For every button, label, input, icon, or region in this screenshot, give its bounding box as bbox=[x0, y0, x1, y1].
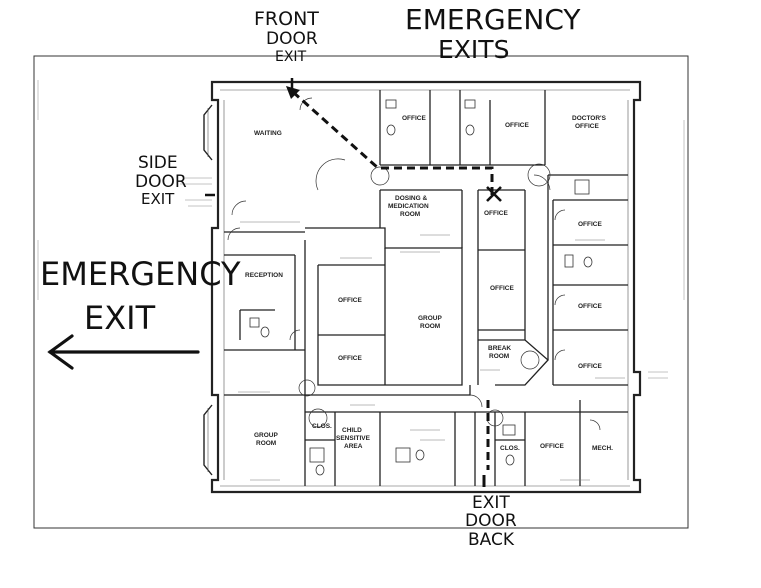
emergency-exit-label: EMERGENCY EXIT bbox=[40, 255, 241, 337]
title-line1: EMERGENCY bbox=[405, 3, 581, 36]
room-office-east1: OFFICE bbox=[578, 221, 602, 228]
side-door-line3: EXIT bbox=[141, 190, 175, 208]
door-swings bbox=[227, 97, 601, 431]
room-office-south: OFFICE bbox=[540, 443, 564, 450]
front-door-line1: FRONT bbox=[254, 8, 319, 30]
room-reception: RECEPTION bbox=[245, 272, 283, 279]
back-door-line3: BACK bbox=[468, 530, 515, 550]
sheet-border bbox=[33, 55, 689, 529]
room-office-center-right: OFFICE bbox=[490, 285, 514, 292]
title-line2: EXITS bbox=[438, 35, 509, 64]
dimension-notes bbox=[238, 221, 625, 481]
room-doctors-office-line1: DOCTOR'S bbox=[572, 115, 607, 122]
fixtures bbox=[249, 99, 593, 476]
room-dosing-line1: DOSING & bbox=[395, 195, 427, 202]
room-dosing-line2: MEDICATION bbox=[388, 203, 429, 210]
back-door-exit-label: EXIT DOOR BACK bbox=[465, 493, 517, 550]
room-office-east2: OFFICE bbox=[578, 303, 602, 310]
room-office-right-mid: OFFICE bbox=[484, 210, 508, 217]
emergency-exit-line2: EXIT bbox=[84, 299, 156, 337]
room-office-top1: OFFICE bbox=[402, 115, 426, 122]
room-group-center-line1: GROUP bbox=[418, 315, 443, 322]
room-child-line2: SENSITIVE bbox=[336, 435, 371, 442]
front-door-exit-label: FRONT DOOR EXIT bbox=[254, 8, 319, 65]
room-labels: WAITING OFFICE OFFICE DOCTOR'S OFFICE DO… bbox=[245, 115, 613, 452]
evacuation-route bbox=[292, 90, 494, 470]
route-to-front-door bbox=[292, 90, 494, 195]
room-waiting: WAITING bbox=[254, 130, 282, 137]
room-clos-left: CLOS. bbox=[312, 423, 332, 430]
room-child-line3: AREA bbox=[344, 443, 363, 450]
room-office-east3: OFFICE bbox=[578, 363, 602, 370]
front-door-line2: DOOR bbox=[266, 29, 318, 49]
room-break-line2: ROOM bbox=[489, 353, 509, 360]
x-marker bbox=[486, 186, 502, 202]
room-mech: MECH. bbox=[592, 445, 613, 452]
room-doctors-office-line2: OFFICE bbox=[575, 123, 599, 130]
side-door-line1: SIDE bbox=[138, 153, 178, 173]
side-door-exit-label: SIDE DOOR EXIT bbox=[135, 153, 187, 208]
room-break-line1: BREAK bbox=[488, 345, 511, 352]
building-outline bbox=[203, 80, 642, 494]
back-door-line1: EXIT bbox=[472, 493, 510, 513]
emergency-exits-title: EMERGENCY EXITS bbox=[405, 3, 581, 64]
room-child-line1: CHILD bbox=[342, 427, 362, 434]
room-group-center-line2: ROOM bbox=[420, 323, 440, 330]
front-door-line3: EXIT bbox=[275, 49, 307, 65]
room-group-sw-line1: GROUP bbox=[254, 432, 279, 439]
room-office-top2: OFFICE bbox=[505, 122, 529, 129]
room-office-inner1: OFFICE bbox=[338, 297, 362, 304]
plan-side-notes bbox=[37, 80, 685, 379]
side-door-line2: DOOR bbox=[135, 172, 187, 192]
emergency-exit-line1: EMERGENCY bbox=[40, 255, 241, 293]
back-door-line2: DOOR bbox=[465, 511, 517, 531]
front-door-arrowhead bbox=[286, 86, 300, 99]
room-group-sw-line2: ROOM bbox=[256, 440, 276, 447]
room-dosing-line3: ROOM bbox=[400, 211, 420, 218]
interior-walls bbox=[224, 90, 628, 486]
emergency-exit-arrow bbox=[47, 334, 200, 370]
room-office-inner2: OFFICE bbox=[338, 355, 362, 362]
room-clos-right: CLOS. bbox=[500, 445, 520, 452]
